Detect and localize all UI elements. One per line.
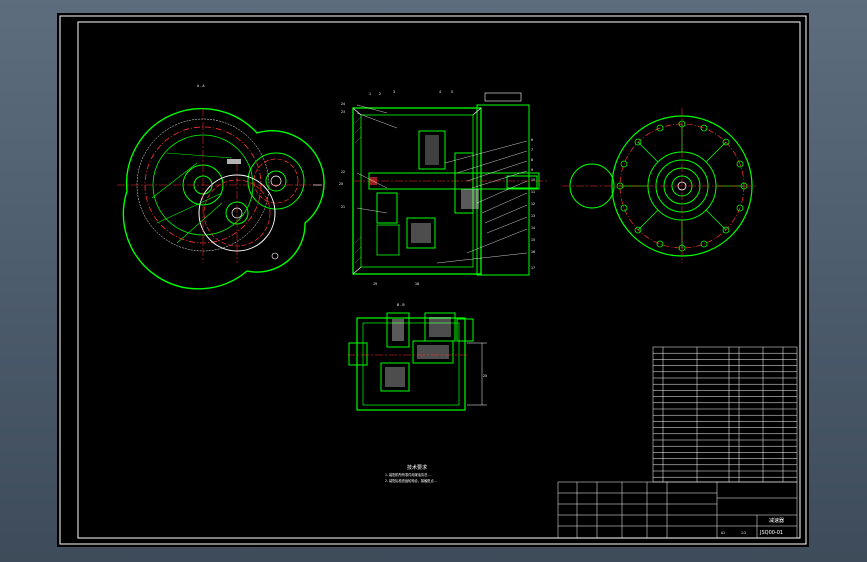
leader-23: 23	[341, 110, 345, 114]
technical-requirements: 技术要求 1. 装配前所有零件用煤油清洗 ... 2. 装配后检查齿轮啮合，接触…	[385, 464, 437, 483]
leader-13: 13	[531, 214, 535, 218]
lower-section-view: B - B 20	[347, 303, 487, 411]
tech-req-line-1: 1. 装配前所有零件用煤油清洗 ...	[385, 472, 431, 477]
leader-20: 20	[339, 182, 343, 186]
inner-frame	[77, 21, 801, 539]
outer-frame	[59, 15, 807, 545]
leader-14: 14	[531, 226, 535, 230]
leader-15: 15	[531, 238, 535, 242]
tech-req-title: 技术要求	[407, 464, 427, 471]
leader-8: 8	[531, 158, 533, 162]
drawing-canvas: A - A	[59, 15, 807, 545]
leader-6: 6	[531, 138, 533, 142]
svg-text:A - A: A - A	[197, 84, 205, 88]
leader-21: 21	[341, 205, 345, 209]
leader-11: 11	[531, 190, 535, 194]
leader-16: 16	[531, 250, 535, 254]
right-end-view	[562, 108, 757, 263]
leader-4: 4	[439, 90, 441, 94]
title-block	[557, 481, 798, 539]
cad-viewport[interactable]: A - A	[57, 13, 809, 547]
drawing-scale: 1:2	[741, 531, 746, 535]
left-gear-view: A - A	[117, 84, 327, 290]
leader-19: 19	[373, 282, 377, 286]
parts-list-table	[652, 346, 798, 483]
leader-lower-20: 20	[483, 374, 487, 378]
leader-2: 2	[379, 92, 381, 96]
leader-10: 10	[531, 178, 535, 182]
leader-22: 22	[341, 170, 345, 174]
leader-12: 12	[531, 202, 535, 206]
part-number-labels: 24 23 22 21 1 2 3 4 5 6 7 8 9 10 11 12 1…	[339, 90, 535, 286]
leader-24: 24	[341, 102, 345, 106]
drawing-number: JSQ00-01	[759, 530, 783, 536]
center-section-view	[352, 92, 547, 276]
leader-5: 5	[451, 90, 453, 94]
tech-req-line-2: 2. 装配后检查齿轮啮合，接触斑点...	[385, 478, 437, 483]
leader-3: 3	[393, 90, 395, 94]
leader-9: 9	[531, 168, 533, 172]
title-name: 减速器	[769, 517, 784, 524]
leader-1: 1	[369, 92, 371, 96]
sheet-size: A1	[721, 531, 725, 535]
leader-18: 18	[415, 282, 419, 286]
svg-text:B - B: B - B	[397, 303, 405, 307]
leader-17: 17	[531, 266, 535, 270]
leader-7: 7	[531, 148, 533, 152]
